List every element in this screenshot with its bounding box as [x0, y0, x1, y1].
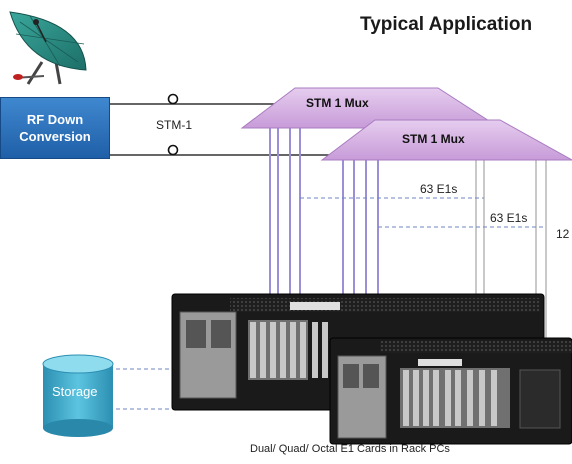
stm1-mux-2	[320, 119, 572, 161]
satellite-dish-icon	[9, 11, 87, 85]
rf-down-conversion-box: RF Down Conversion	[0, 97, 110, 159]
rack-caption: Dual/ Quad/ Octal E1 Cards in Rack PCs	[250, 443, 450, 455]
diagram-title: Typical Application	[360, 14, 533, 35]
storage-label: Storage	[52, 384, 98, 399]
e1-label-3: 12	[556, 227, 570, 241]
connector-top-icon	[167, 93, 179, 105]
e1-label-1: 63 E1s	[420, 182, 458, 196]
mux1-label: STM 1 Mux	[306, 96, 369, 110]
storage-cylinder-icon	[42, 354, 114, 437]
mux2-label: STM 1 Mux	[402, 132, 465, 146]
rf-box-line1: RF Down	[26, 112, 84, 127]
rack-pc-2-icon	[329, 337, 572, 445]
e1-dashed-lines	[300, 197, 546, 228]
stm1-label: STM-1	[156, 118, 192, 132]
rf-box-line2: Conversion	[19, 129, 91, 144]
connector-bottom-icon	[167, 144, 179, 156]
e1-label-2: 63 E1s	[490, 211, 528, 225]
